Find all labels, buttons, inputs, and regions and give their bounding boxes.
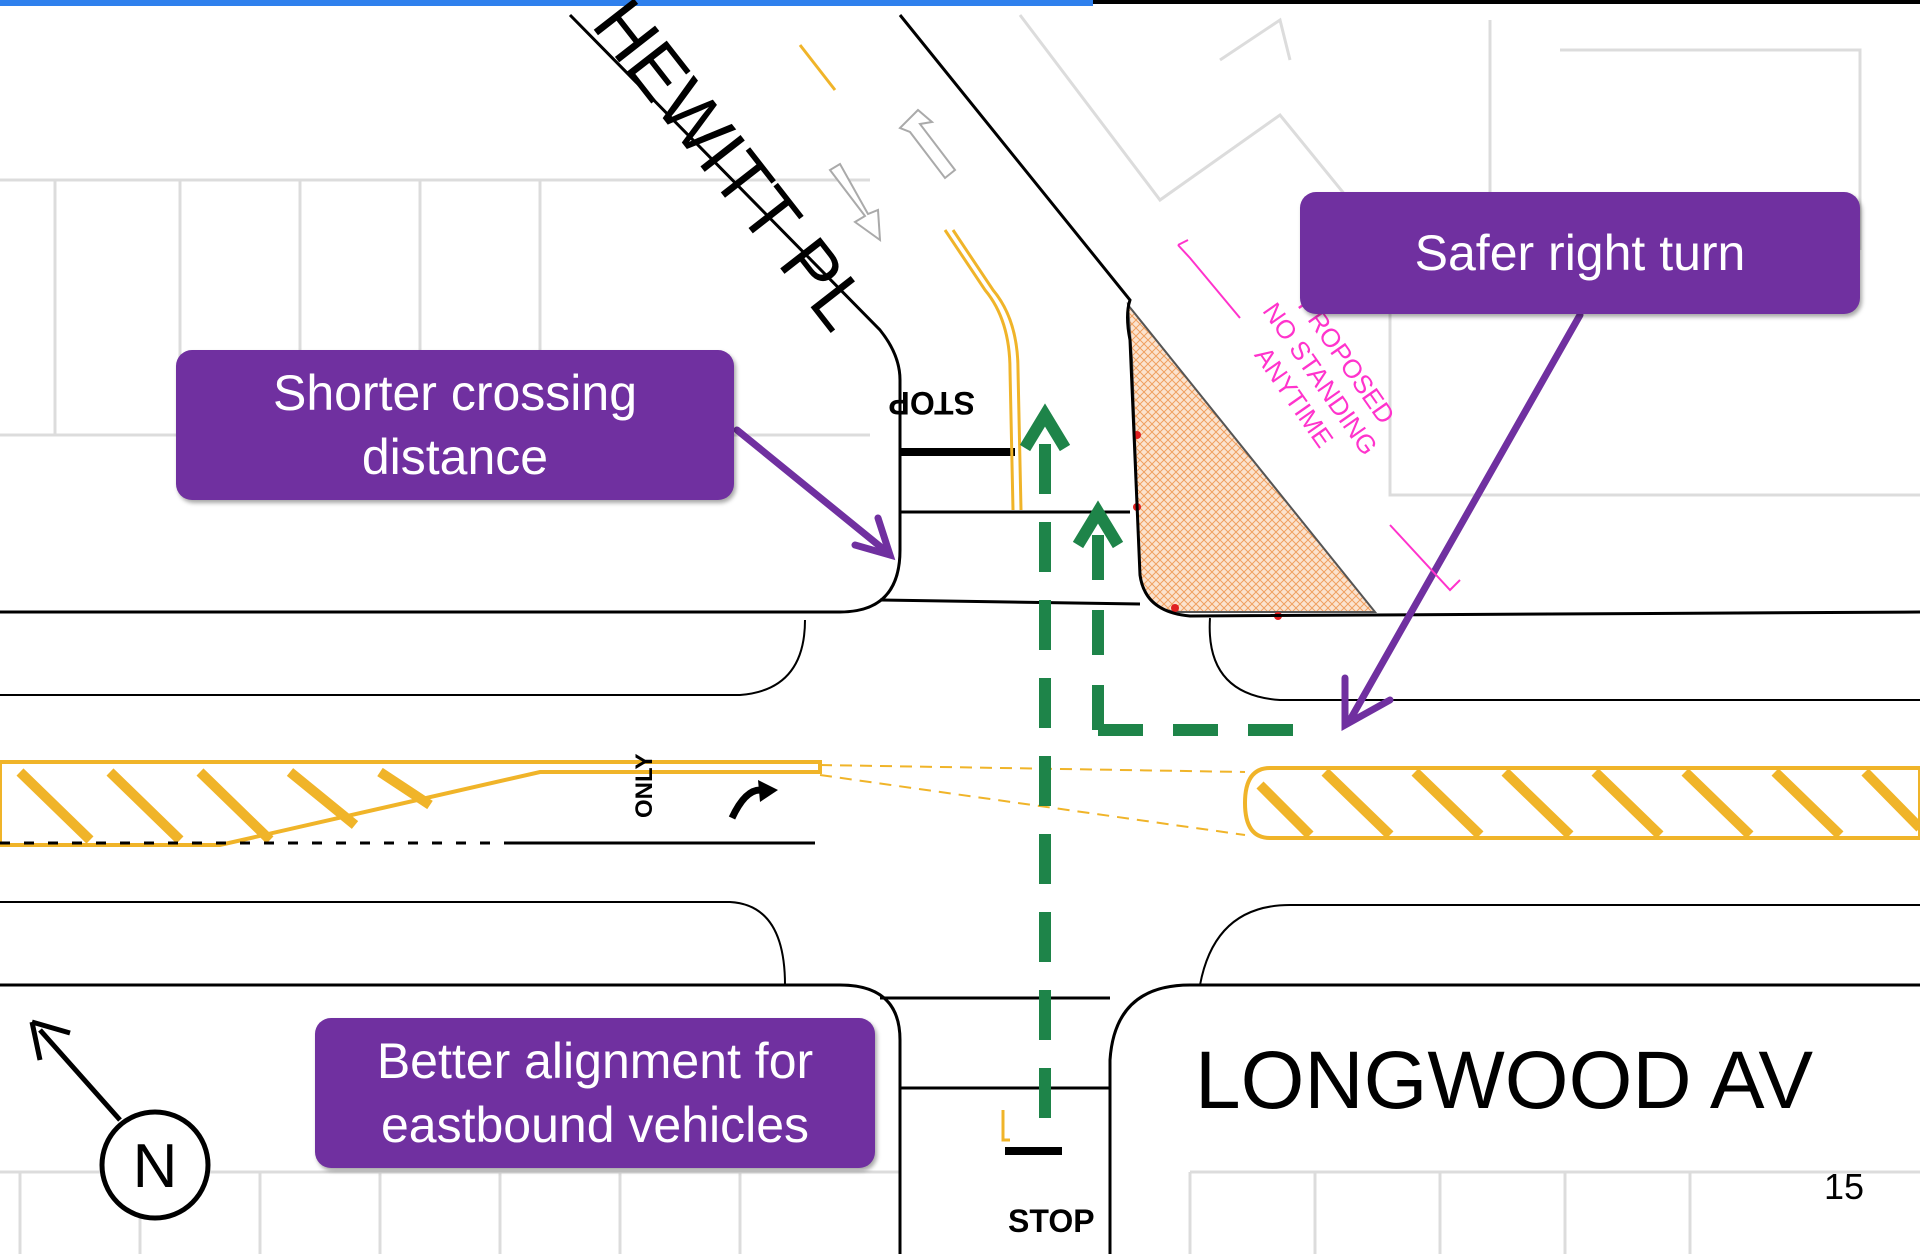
callout-crossing-line2: distance [361,429,549,485]
eastbound-route [1019,403,1323,1118]
lane-arrow-icon [828,108,957,243]
medians [0,760,1920,847]
stop-marking-south: STOP [1008,1203,1095,1239]
callout-alignment-line2: eastbound vehicles [380,1097,810,1153]
slide-number: 15 [1824,1166,1865,1207]
callout-crossing-line1: Shorter crossing [272,365,638,421]
turn-arrow-icon [728,786,761,820]
turn-arrow-icon-head [758,780,778,802]
callout-right-turn-line1: Safer right turn [1414,225,1746,281]
north-arrow-icon [29,1019,211,1221]
callout-alignment-line1: Better alignment for [376,1033,814,1089]
only-marking: ONLY [631,754,658,818]
proposed-bracket [1177,239,1461,592]
callout-better-alignment: Better alignment for eastbound vehicles [315,1018,875,1168]
top-border [1093,0,1920,4]
callout-shorter-crossing: Shorter crossing distance [176,350,734,500]
sidewalk-lines [0,617,1920,986]
curb-lines [0,13,1920,1254]
center-line [798,44,1023,1142]
north-label: N [133,1132,178,1201]
stop-marking-north: STOP [888,385,975,421]
callout-arrows [733,311,1584,731]
top-accent-bar [0,0,1093,6]
callout-safer-right-turn: Safer right turn [1300,192,1860,314]
longwood-street-label: LONGWOOD AV [1195,1035,1813,1126]
